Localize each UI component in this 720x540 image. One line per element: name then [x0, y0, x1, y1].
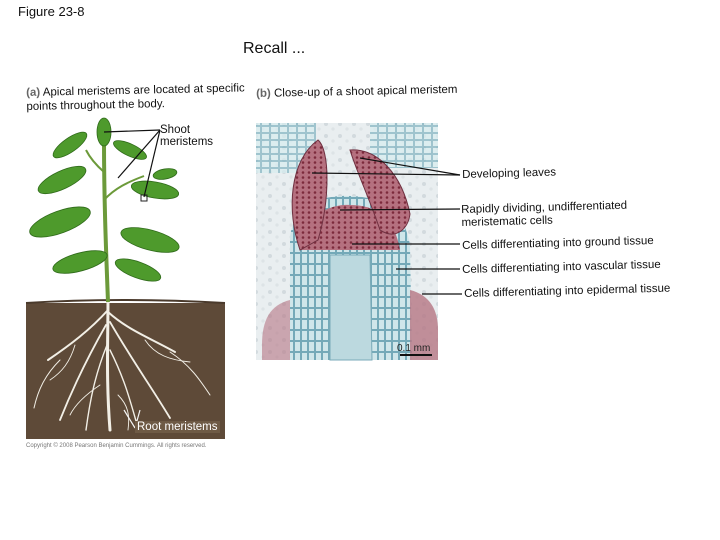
shoot-meristems-label: Shoot meristems — [160, 124, 214, 148]
scale-bar-label: 0.1 mm — [397, 343, 431, 354]
soil — [26, 303, 225, 439]
roots — [33, 298, 211, 432]
figure-label: Figure 23-8 — [18, 4, 85, 19]
slide-title: Recall ... — [243, 40, 306, 57]
leaves — [29, 117, 180, 282]
copyright-notice: Copyright © 2008 Pearson Benjamin Cummin… — [26, 443, 207, 449]
label-developing-leaves: Developing leaves — [462, 166, 557, 181]
micrograph — [256, 123, 438, 361]
plant-illustration — [25, 117, 226, 439]
micrograph-pointers — [311, 157, 462, 295]
shoot-meristem-pointers — [103, 129, 161, 198]
label-meristematic-cells: Rapidly dividing, undifferentiated meris… — [461, 199, 628, 229]
root-meristems-label: Root meristems — [135, 421, 220, 433]
